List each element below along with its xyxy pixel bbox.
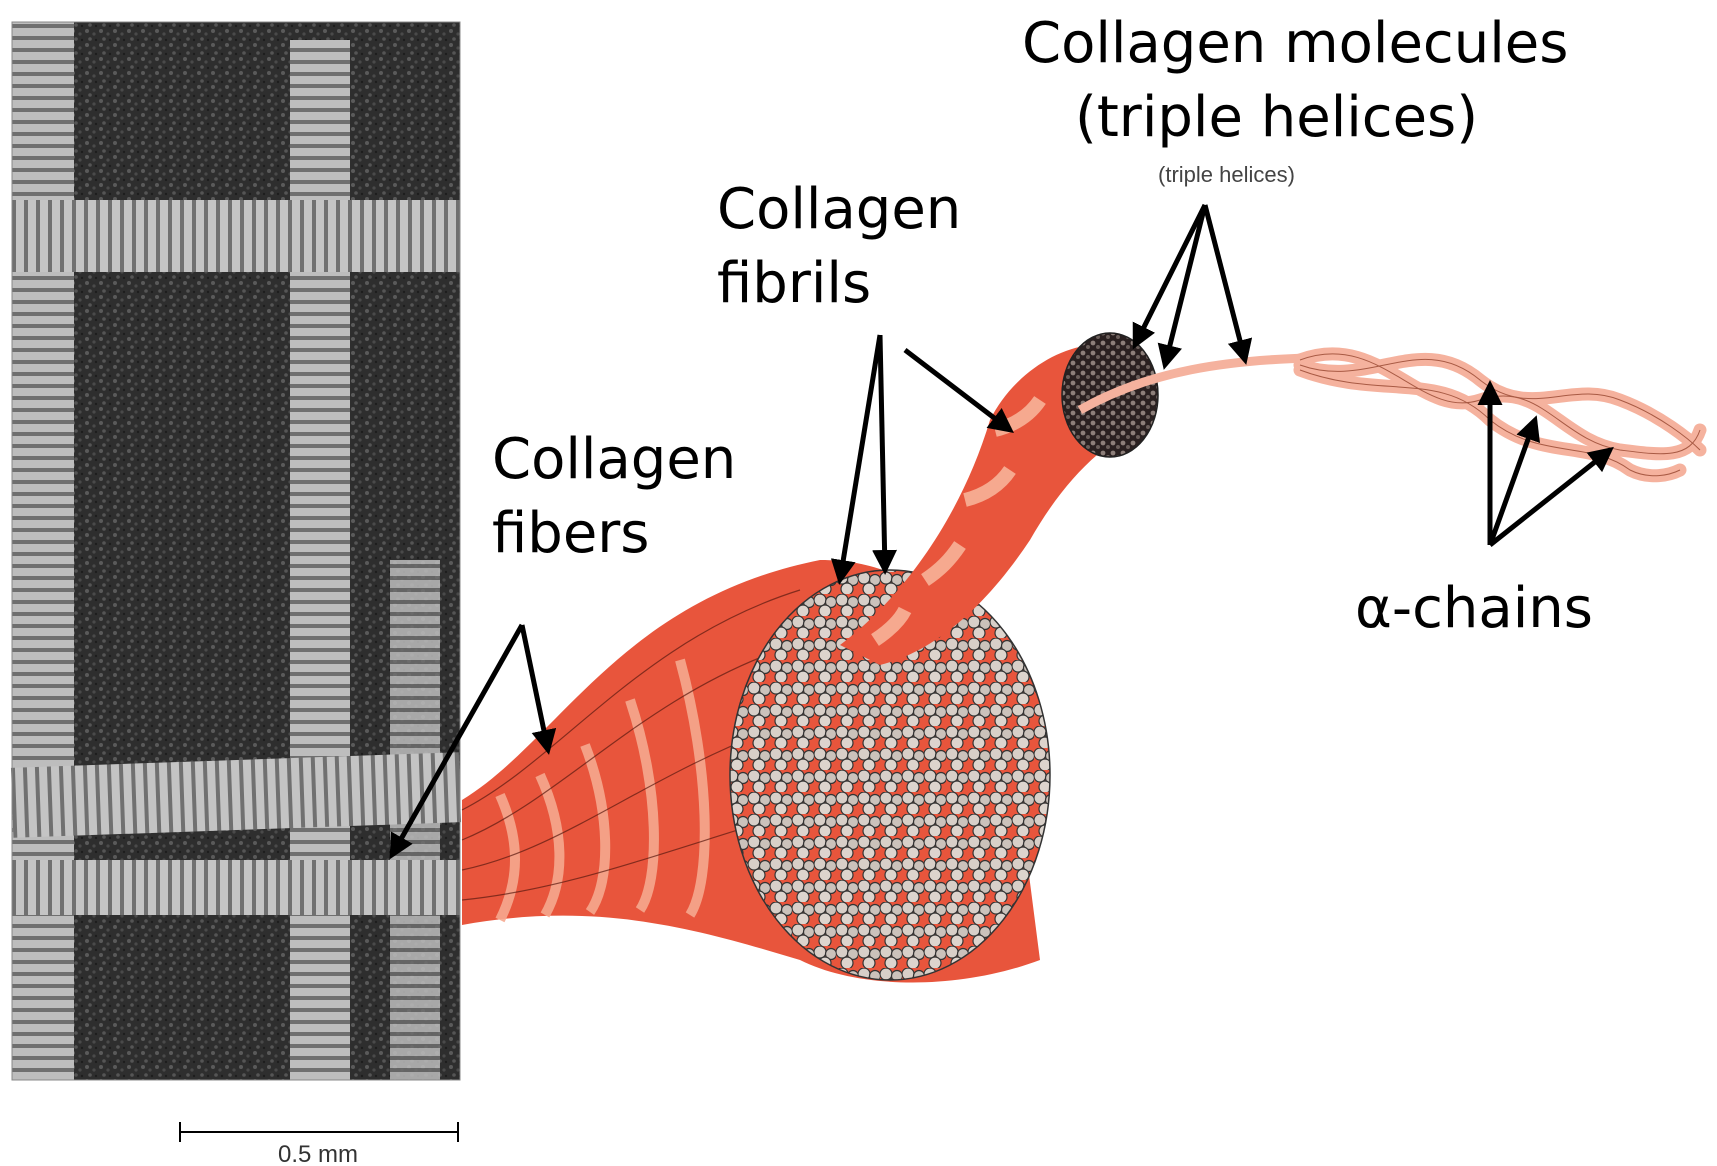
label-collagen-fibrils-line1: Collagen [717,177,961,242]
scale-bar: 0.5 mm [180,1122,458,1166]
collagen-fibril [840,333,1158,665]
collagen-fiber-bundle [462,560,1050,983]
label-collagen-fibrils-line2: fibrils [717,251,871,316]
label-collagen-fibers-line2: fibers [492,501,649,566]
label-collagen-fibers-line1: Collagen [492,427,736,492]
label-collagen-molecules-line1: Collagen molecules [1022,11,1568,76]
label-alpha-chains: α-chains [1355,576,1593,641]
electron-micrograph [11,22,461,1080]
scale-bar-label: 0.5 mm [278,1141,358,1166]
label-triple-helices-small: (triple helices) [1158,162,1295,187]
label-collagen-molecules-line2: (triple helices) [1075,85,1478,150]
triple-helix [1080,354,1700,476]
